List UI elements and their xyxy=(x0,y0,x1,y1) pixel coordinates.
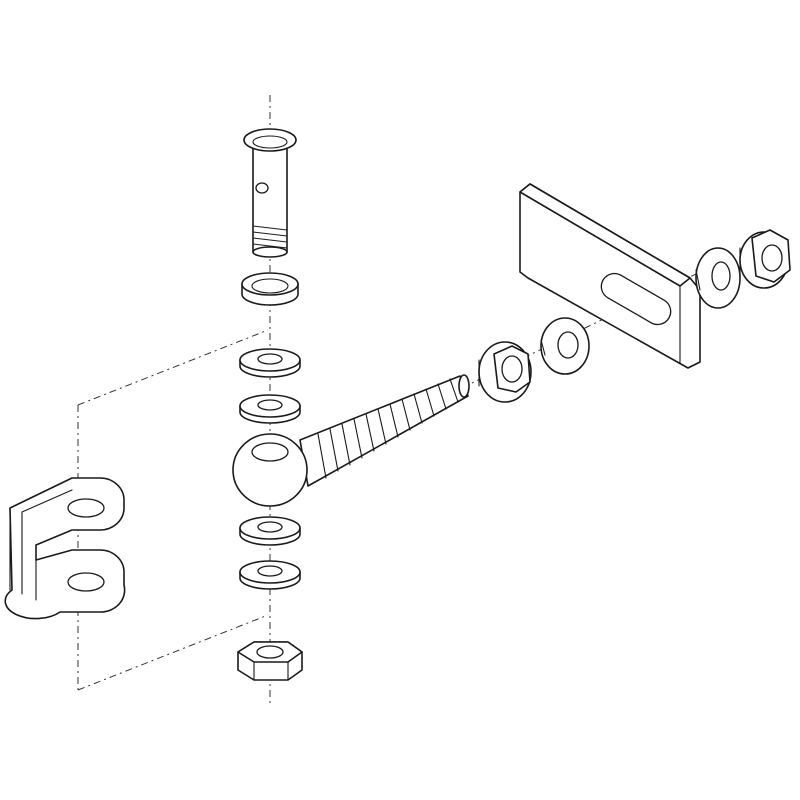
bolt-thread xyxy=(317,378,459,479)
eye-bolt xyxy=(232,374,470,507)
flat-washer-upper-2 xyxy=(239,394,301,424)
flange-nut-right xyxy=(739,229,791,289)
flat-washer-upper-1 xyxy=(239,348,301,378)
cup-washer xyxy=(241,272,299,306)
flange-nut-middle xyxy=(478,341,532,403)
flat-washer-lower-2 xyxy=(239,560,301,590)
flat-washer-right xyxy=(695,247,741,309)
pin-thread xyxy=(252,225,288,249)
u-bracket xyxy=(4,477,126,620)
slotted-plate xyxy=(519,183,701,369)
hinge-pin xyxy=(243,128,297,258)
hex-nut-bottom xyxy=(237,641,303,681)
flat-washer-middle xyxy=(540,317,590,375)
flat-washer-lower-1 xyxy=(239,516,301,546)
